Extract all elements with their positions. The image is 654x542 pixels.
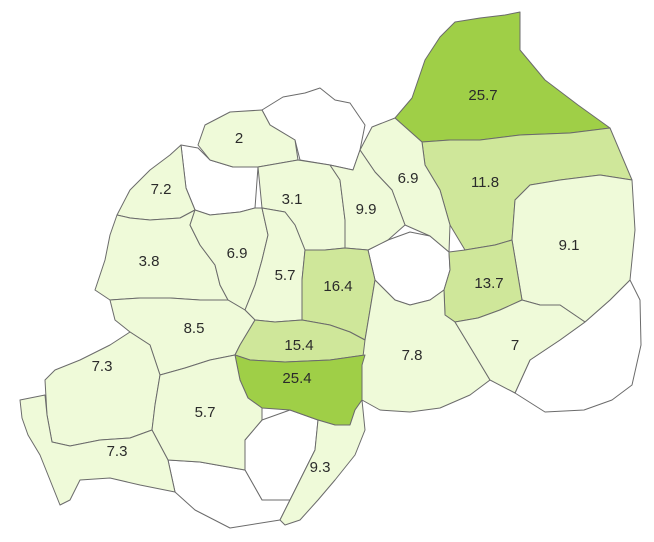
region-south-west-7-3-lower	[19, 394, 176, 506]
region-label: 7	[511, 337, 519, 354]
region-label: 2	[235, 130, 243, 147]
region-label: 9.3	[310, 459, 331, 476]
region-label: 3.1	[282, 191, 303, 208]
region-label: 11.8	[471, 174, 499, 191]
region-label: 5.7	[275, 267, 296, 284]
region-south-9-3	[279, 399, 366, 526]
region-label: 25.4	[282, 370, 311, 387]
region-label: 7.3	[92, 358, 113, 375]
region-label: 25.7	[468, 87, 497, 104]
region-label: 13.7	[474, 275, 503, 292]
region-label: 7.2	[151, 181, 172, 198]
region-label: 7.8	[402, 347, 423, 364]
region-north-west-2	[197, 109, 299, 168]
region-label: 6.9	[398, 170, 419, 187]
region-label: 6.9	[227, 245, 248, 262]
region-label: 16.4	[323, 278, 352, 295]
region-label: 5.7	[195, 404, 216, 421]
region-south-west-7-3-upper	[44, 331, 161, 447]
region-center-9-9	[329, 149, 406, 251]
region-label: 3.8	[139, 253, 160, 270]
region-label: 9.9	[356, 201, 377, 218]
region-label: 8.5	[184, 320, 205, 337]
region-label: 7.3	[107, 443, 128, 460]
region-south-east-7	[454, 299, 586, 394]
region-label: 15.4	[284, 337, 313, 354]
region-label: 9.1	[559, 237, 580, 254]
region-north-east-top	[394, 11, 611, 143]
